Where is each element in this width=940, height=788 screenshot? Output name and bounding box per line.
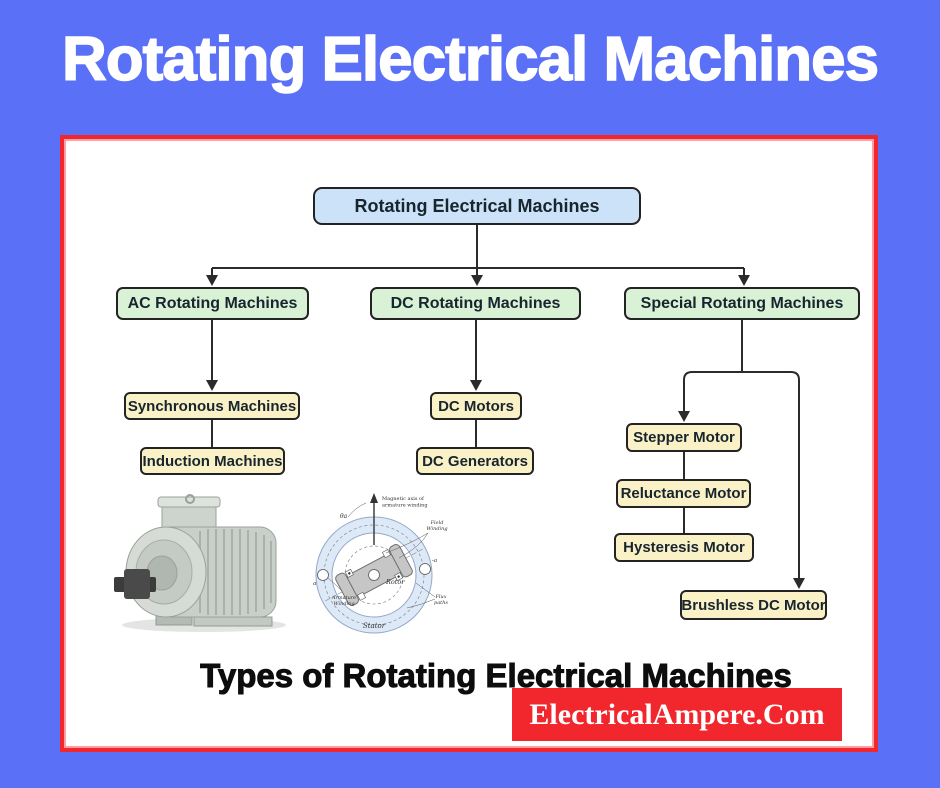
arrowhead-special xyxy=(738,275,750,286)
label-field-winding-line1: Field xyxy=(430,520,444,526)
node-dc-generators: DC Generators xyxy=(416,447,534,475)
special-split-path xyxy=(683,371,800,578)
node-stepper-motor: Stepper Motor xyxy=(626,423,742,452)
rotor-assembly xyxy=(325,543,423,607)
label-armature-winding-line1: Armature xyxy=(331,595,356,601)
magnetic-axis-arrowhead xyxy=(370,493,378,503)
node-dc-rotating-machines: DC Rotating Machines xyxy=(370,287,581,320)
motor-eyebolt xyxy=(185,494,195,504)
diagram-area: Rotating Electrical Machines AC Rotating… xyxy=(68,143,878,752)
label-magnetic-axis-line2: armature winding xyxy=(382,503,428,509)
node-dc-motors: DC Motors xyxy=(430,392,522,420)
label-rotor: Rotor xyxy=(385,578,405,586)
field-winding-leader-1 xyxy=(398,532,429,559)
node-hysteresis-motor: Hysteresis Motor xyxy=(614,533,754,562)
diagram-panel: Rotating Electrical Machines AC Rotating… xyxy=(60,135,878,752)
node-ac-rotating-machines: AC Rotating Machines xyxy=(116,287,309,320)
field-winding-leader-2 xyxy=(385,532,429,554)
motor-cooling-fins xyxy=(199,529,272,615)
motor-shaft-step xyxy=(124,569,150,599)
machine-cross-section-schematic: Magnetic axis of armature winding θa Fie… xyxy=(313,493,448,634)
field-winding-conductors xyxy=(344,549,404,601)
label-stator: Stator xyxy=(363,622,386,630)
label-conductor-minus-a: -a xyxy=(432,558,437,564)
armature-conductor-a xyxy=(317,569,329,581)
rotor-axis-dashed xyxy=(325,548,423,602)
armature-conductor-minus-a xyxy=(419,563,431,575)
rotor-shaft-hole xyxy=(368,569,380,581)
arrowhead-dc xyxy=(471,275,483,286)
label-field-winding-line2: Winding xyxy=(426,526,447,532)
theta-arc xyxy=(347,502,367,518)
motor-base xyxy=(193,616,273,627)
node-induction-machines: Induction Machines xyxy=(140,447,285,475)
node-brushless-dc-motor: Brushless DC Motor xyxy=(680,590,827,620)
label-magnetic-axis-line1: Magnetic axis of xyxy=(382,496,425,502)
label-flux-paths-line1: Flux xyxy=(434,594,446,600)
electric-motor-photo xyxy=(114,494,286,632)
watermark-banner: ElectricalAmpere.Com xyxy=(512,688,842,741)
label-flux-paths-line2: paths xyxy=(434,600,448,606)
node-synchronous-machines: Synchronous Machines xyxy=(124,392,300,420)
rotor-pole-left xyxy=(335,572,359,607)
arrowhead-dc-motors xyxy=(470,380,482,391)
rotor-pole-right xyxy=(389,543,413,578)
label-theta-a: θa xyxy=(340,513,348,520)
node-rotating-electrical-machines: Rotating Electrical Machines xyxy=(313,187,641,225)
flux-paths-leader-2 xyxy=(406,598,436,609)
arrowhead-stepper xyxy=(678,411,690,422)
flux-paths-leader-1 xyxy=(415,582,436,598)
label-conductor-a: a xyxy=(313,581,316,587)
node-special-rotating-machines: Special Rotating Machines xyxy=(624,287,860,320)
page-title: Rotating Electrical Machines xyxy=(61,24,880,95)
arrowhead-ac xyxy=(206,275,218,286)
arrowhead-synchronous xyxy=(206,380,218,391)
node-reluctance-motor: Reluctance Motor xyxy=(616,479,751,508)
label-armature-winding-line2: Winding xyxy=(333,601,354,607)
armature-winding-leader xyxy=(327,577,343,592)
connector-lines xyxy=(206,225,805,589)
arrowhead-brushless xyxy=(793,578,805,589)
